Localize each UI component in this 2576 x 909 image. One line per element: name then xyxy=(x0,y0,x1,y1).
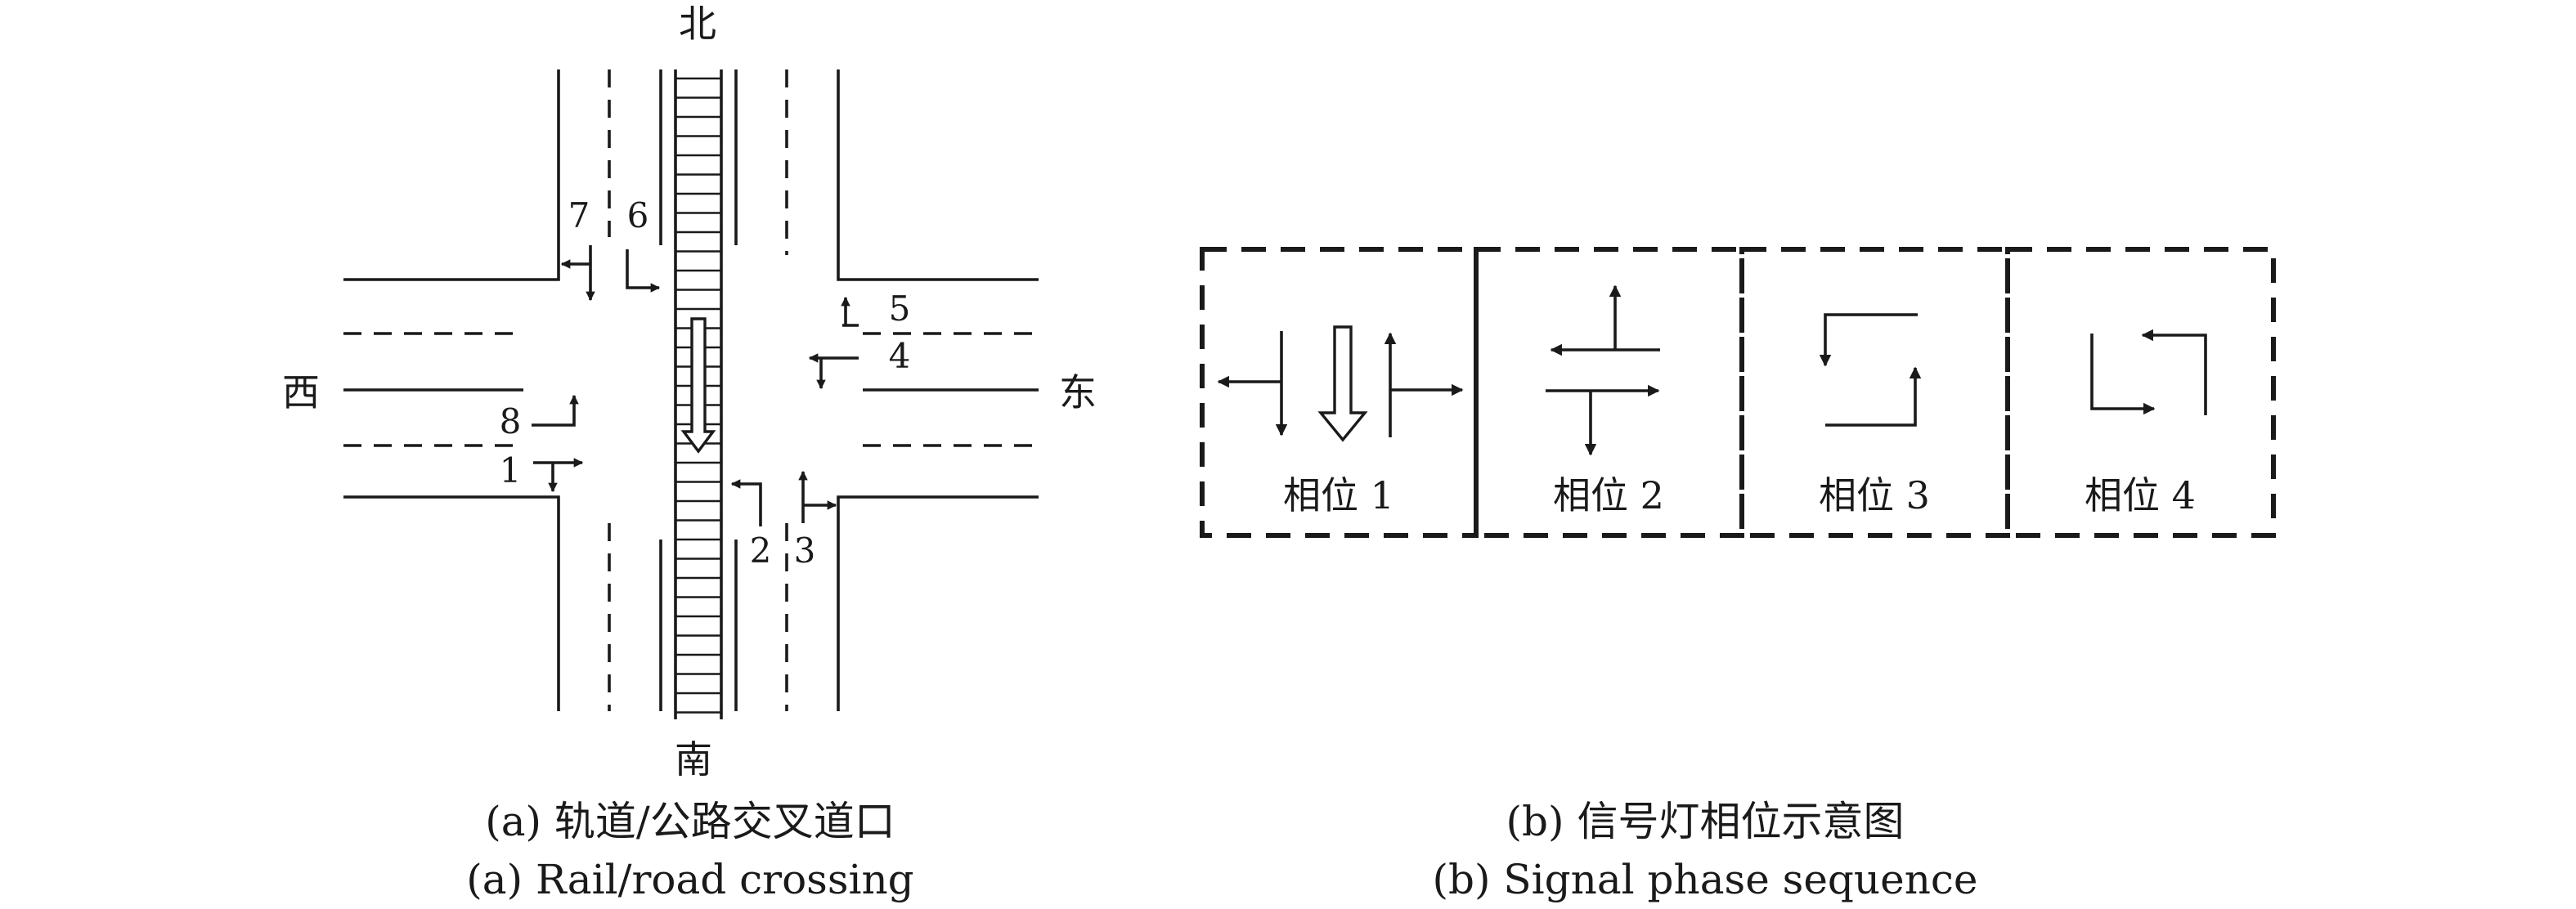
lane-6-arrow xyxy=(626,249,661,293)
lane-number-7: 7 xyxy=(568,195,590,235)
phase-2-label: 相位 2 xyxy=(1553,473,1664,517)
phase-3-arrows xyxy=(1819,313,1922,427)
lane-number-1: 1 xyxy=(500,450,522,490)
direction-south: 南 xyxy=(675,737,712,781)
caption-b-chinese: (b) 信号灯相位示意图 xyxy=(1506,798,1905,845)
lane-numbers: 7 6 5 4 8 1 2 3 xyxy=(500,195,911,571)
phase-4-arrows xyxy=(2090,329,2207,415)
lane-3-arrow xyxy=(798,470,837,523)
phase-1-label: 相位 1 xyxy=(1283,473,1394,517)
direction-north: 北 xyxy=(679,2,716,46)
caption-a-english: (a) Rail/road crossing xyxy=(466,856,913,903)
lane-number-8: 8 xyxy=(500,401,522,441)
lane-7-arrow xyxy=(560,245,595,302)
lane-4-arrow xyxy=(808,353,859,390)
road-edges xyxy=(343,69,1039,711)
phase-1-arrows xyxy=(1217,325,1464,442)
lane-lines xyxy=(343,69,1039,711)
intersection-diagram: 7 6 5 4 8 1 2 3 北 南 西 东 xyxy=(282,2,1097,781)
lane-8-arrow xyxy=(532,394,579,427)
lane-number-5: 5 xyxy=(889,289,911,329)
direction-west: 西 xyxy=(282,370,320,414)
phase-4-frame xyxy=(2005,247,2276,538)
phase-4-label: 相位 4 xyxy=(2085,473,2196,517)
lane-number-6: 6 xyxy=(627,195,649,235)
signal-phase-diagram: 相位 1 相位 2 相位 3 相位 4 xyxy=(1200,247,2276,538)
caption-b-english: (b) Signal phase sequence xyxy=(1432,856,1977,903)
lane-number-4: 4 xyxy=(889,336,911,376)
lane-number-3: 3 xyxy=(794,531,816,571)
lane-1-arrow xyxy=(533,458,584,493)
lane-number-2: 2 xyxy=(750,531,772,571)
direction-east: 东 xyxy=(1059,370,1097,414)
train-direction-arrow xyxy=(680,317,716,454)
caption-a-chinese: (a) 轨道/公路交叉道口 xyxy=(485,798,895,845)
lane-2-arrow xyxy=(730,479,762,526)
lane-5-arrow xyxy=(841,296,859,327)
phase-3-label: 相位 3 xyxy=(1819,473,1930,517)
phase-2-arrows xyxy=(1546,284,1660,456)
rail-track xyxy=(659,69,738,719)
phase-1-train-arrow xyxy=(1317,325,1368,442)
lane-arrows xyxy=(532,245,859,526)
